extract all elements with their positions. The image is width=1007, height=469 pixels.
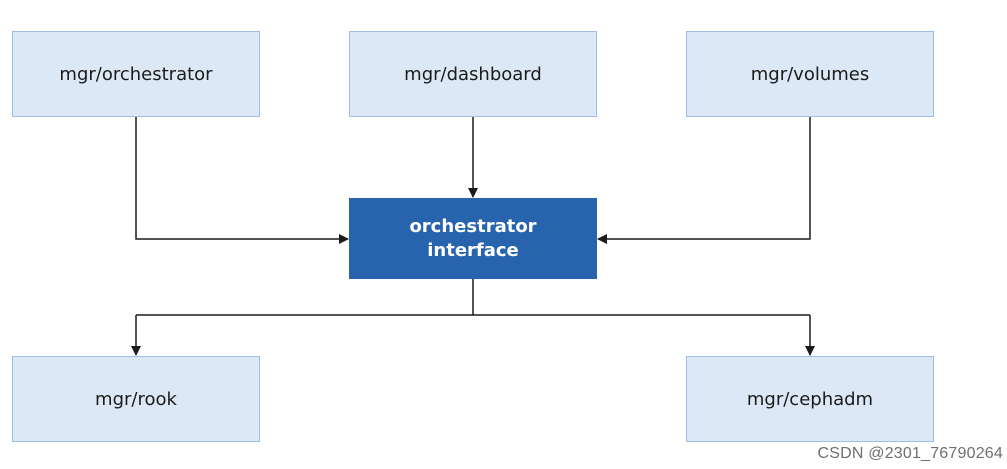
node-mgr-cephadm: mgr/cephadm bbox=[686, 356, 934, 442]
connector-volumes-to-interface bbox=[597, 117, 811, 244]
node-label: mgr/cephadm bbox=[746, 388, 874, 410]
node-label: mgr/orchestrator bbox=[59, 63, 213, 85]
node-label: mgr/rook bbox=[95, 388, 177, 410]
node-mgr-volumes: mgr/volumes bbox=[686, 31, 934, 117]
watermark: CSDN @2301_76790264 bbox=[817, 445, 1003, 462]
node-mgr-dashboard: mgr/dashboard bbox=[349, 31, 597, 117]
connector-orchestrator-to-interface bbox=[135, 117, 349, 244]
node-orchestrator-interface: orchestrator interface bbox=[349, 198, 597, 279]
node-mgr-rook: mgr/rook bbox=[12, 356, 260, 442]
node-label: mgr/dashboard bbox=[404, 63, 542, 85]
node-label: mgr/volumes bbox=[750, 63, 870, 85]
node-label: orchestrator interface bbox=[409, 215, 537, 261]
node-mgr-orchestrator: mgr/orchestrator bbox=[12, 31, 260, 117]
